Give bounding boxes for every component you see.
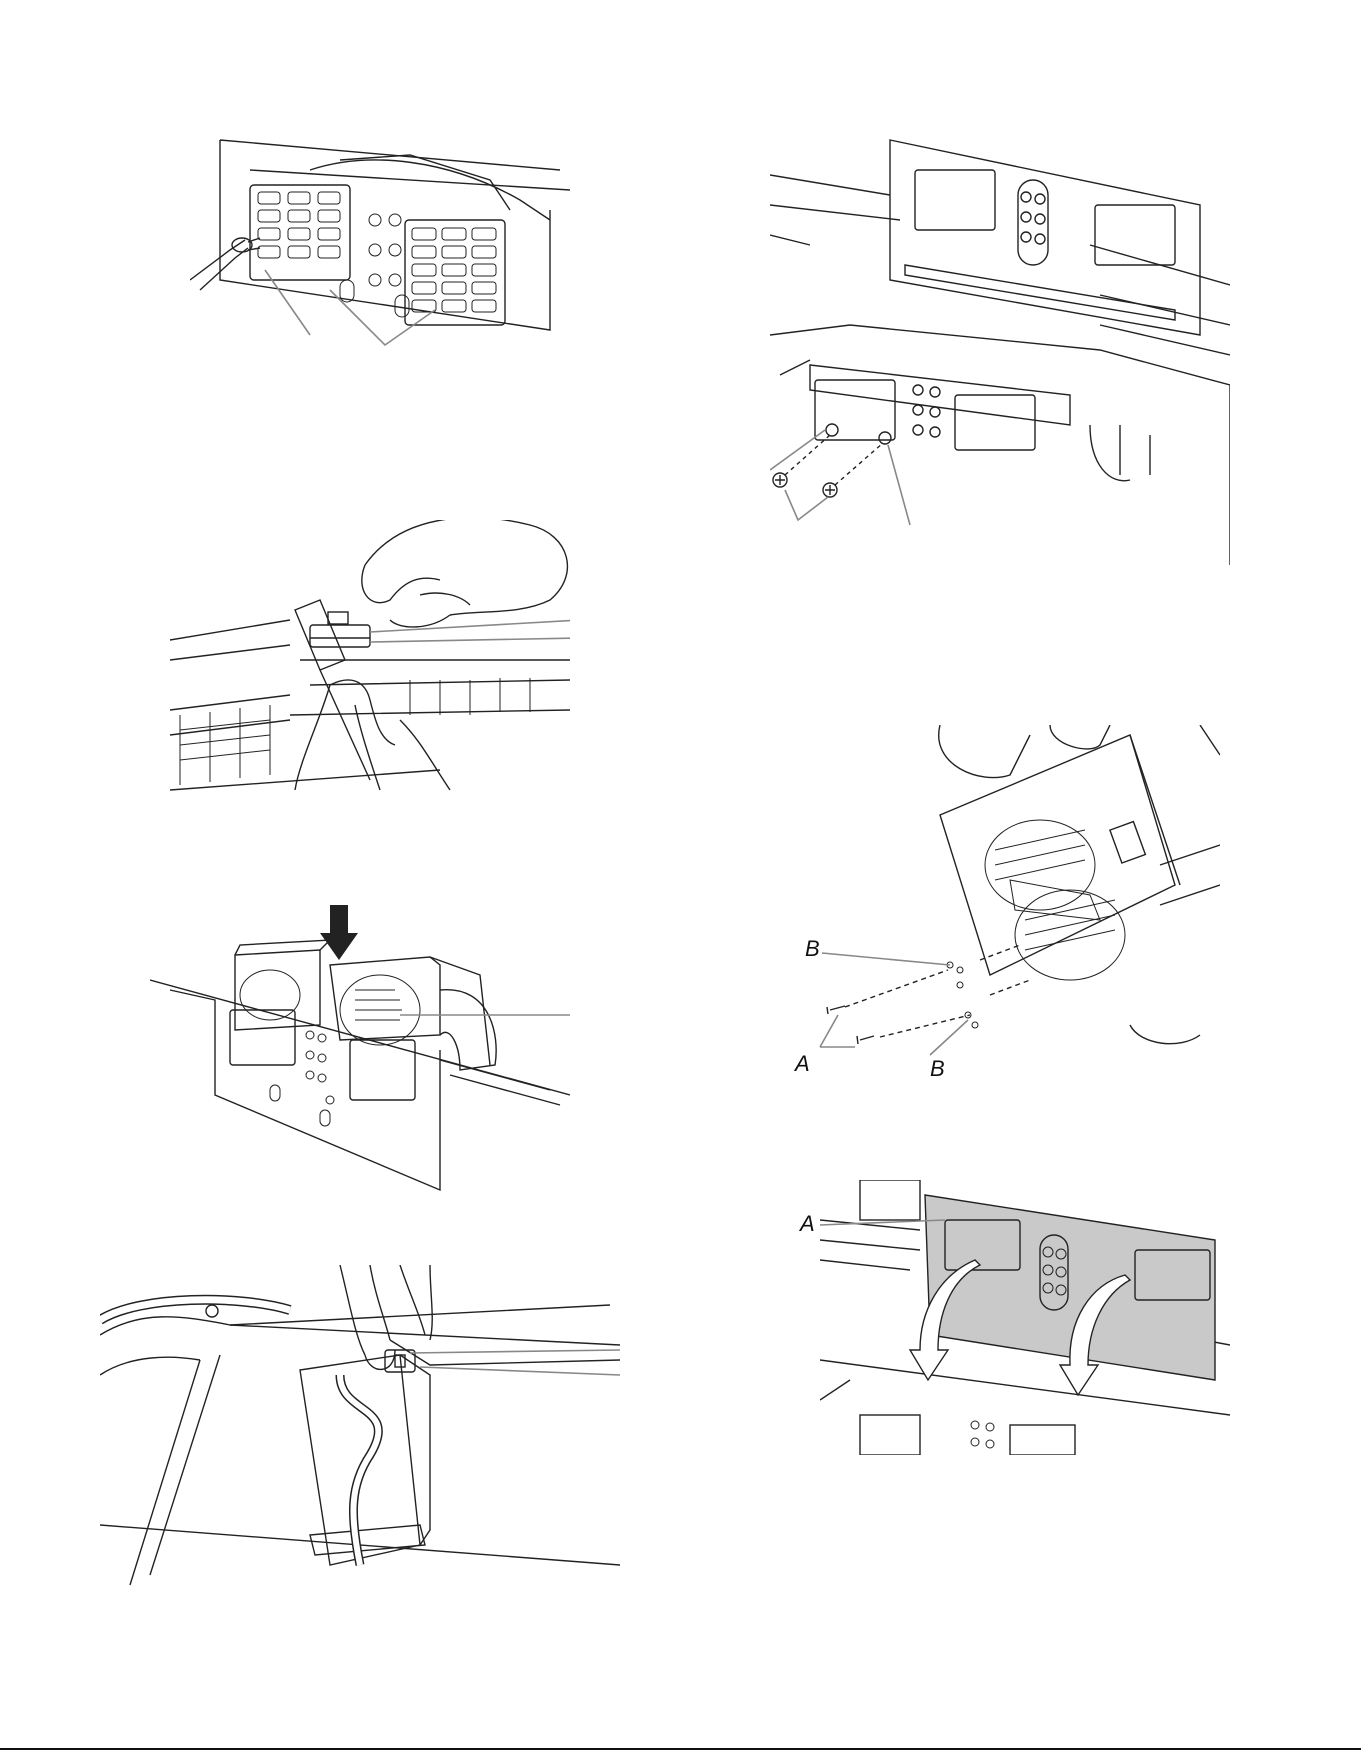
leader-lines bbox=[370, 620, 570, 642]
figure-insert-blower bbox=[150, 905, 570, 1195]
blower-wheels bbox=[985, 820, 1125, 980]
figure-rotate-panel bbox=[820, 1180, 1230, 1455]
leader-lines bbox=[770, 430, 910, 525]
grille-left bbox=[250, 185, 350, 280]
down-arrow-icon bbox=[320, 905, 358, 960]
mounting-holes bbox=[826, 424, 891, 444]
screw-icons bbox=[773, 473, 837, 497]
dashed-guides bbox=[845, 945, 1030, 1037]
callout-b-top: B bbox=[805, 938, 820, 960]
base-tray bbox=[770, 175, 1230, 565]
callout-b-bottom: B bbox=[930, 1058, 945, 1080]
raised-plate bbox=[890, 140, 1200, 335]
grille-right bbox=[405, 220, 505, 325]
cord bbox=[100, 1300, 290, 1320]
motor-housing bbox=[940, 735, 1180, 975]
clip bbox=[310, 612, 370, 647]
blower-right bbox=[330, 957, 496, 1070]
hand-upper bbox=[362, 520, 568, 627]
mount-holes bbox=[947, 962, 978, 1028]
dashed-guides bbox=[785, 435, 883, 485]
mounting-panel bbox=[150, 980, 570, 1190]
lower-panel bbox=[815, 380, 1150, 481]
figure-connect-plug bbox=[100, 1265, 620, 1590]
screw-icons bbox=[827, 1006, 874, 1044]
hand-lower bbox=[295, 680, 450, 790]
callout-a-screws: A bbox=[795, 1053, 810, 1075]
base-tray bbox=[939, 725, 1220, 1044]
figure-fan-screws bbox=[800, 725, 1220, 1060]
leader-lines bbox=[820, 953, 968, 1055]
callout-a-panel: A bbox=[800, 1213, 815, 1235]
figure-remove-clip bbox=[150, 520, 570, 805]
wire-harness bbox=[340, 1375, 378, 1565]
page-footer-rule bbox=[0, 1748, 1361, 1750]
figure-cut-tabs bbox=[190, 130, 570, 400]
figure-motor-plate-screws bbox=[770, 135, 1230, 580]
